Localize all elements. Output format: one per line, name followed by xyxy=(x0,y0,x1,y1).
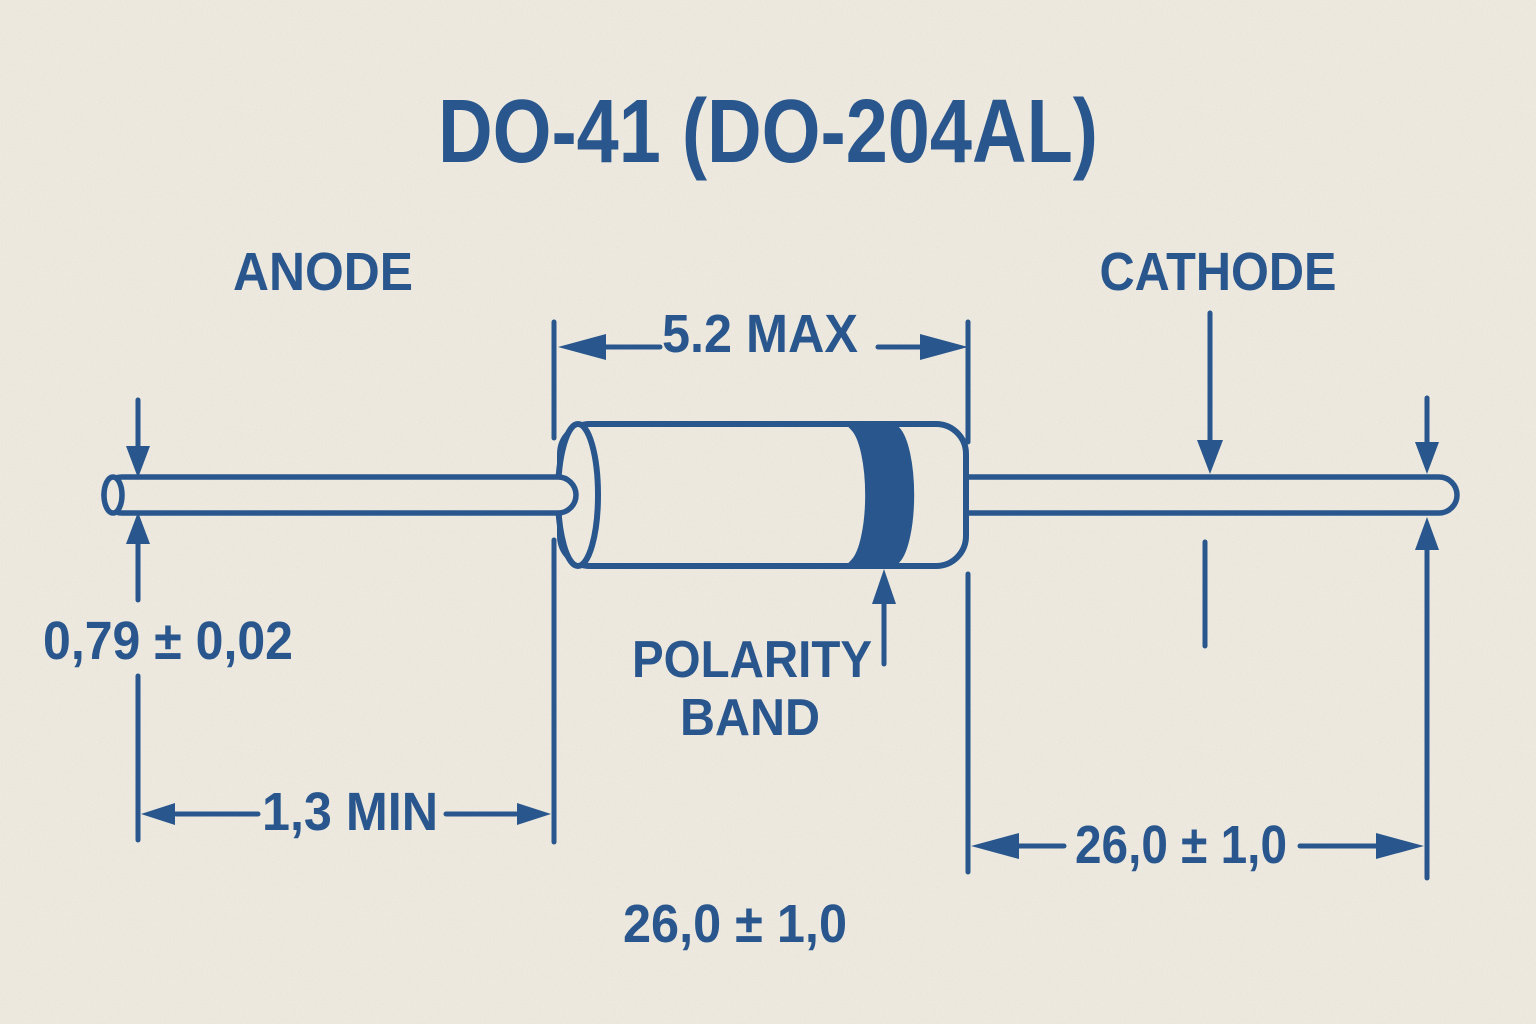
do41-package-drawing: 5.2 MAX 0,79 ± 0,02 1,3 MIN 26,0 ± 1,0 xyxy=(0,0,1536,1024)
paper-grain-texture xyxy=(0,0,1536,1024)
diagram-page: 5.2 MAX 0,79 ± 0,02 1,3 MIN 26,0 ± 1,0 xyxy=(0,0,1536,1024)
